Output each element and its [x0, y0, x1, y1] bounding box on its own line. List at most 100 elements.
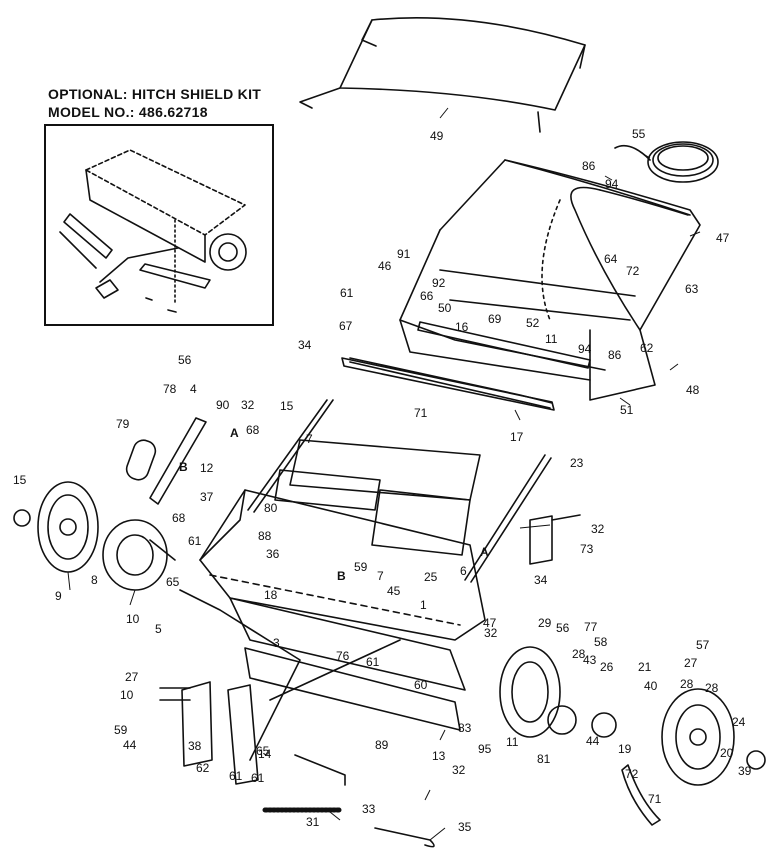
- callout-91: 19: [618, 742, 632, 756]
- callout-43: 80: [264, 501, 278, 515]
- callout-81: 28: [705, 681, 719, 695]
- callout-87: 95: [478, 742, 492, 756]
- callout-88: 11: [506, 735, 519, 749]
- callout-92: 44: [123, 738, 137, 752]
- callout-78: 21: [638, 660, 652, 674]
- callout-30: 90: [216, 398, 230, 412]
- control-rod: [294, 754, 346, 786]
- linkage-arm: [179, 589, 301, 761]
- drive-gear: [547, 705, 577, 735]
- callout-69: 29: [538, 616, 552, 630]
- callout-60: 6: [460, 564, 467, 578]
- ratchet-gear: [591, 712, 617, 738]
- callout-6: 91: [397, 247, 411, 261]
- callout-52: 8: [91, 573, 98, 587]
- callout-58: 7: [377, 569, 384, 583]
- callout-39: 23: [570, 456, 584, 470]
- callout-95: 14: [258, 747, 272, 761]
- callout-31: 32: [241, 398, 255, 412]
- callout-54: 65: [166, 575, 180, 589]
- callout-101: 32: [452, 763, 466, 777]
- callout-57: 59: [354, 560, 368, 574]
- callout-1: 55: [632, 127, 646, 141]
- callout-56: B: [337, 569, 346, 583]
- deflector-plate: [244, 647, 461, 731]
- callout-27: 56: [178, 353, 192, 367]
- callout-34: A: [230, 426, 239, 440]
- callout-71: 77: [584, 620, 598, 634]
- callout-23: 48: [686, 383, 700, 397]
- callout-33: 79: [116, 417, 130, 431]
- callout-12: 63: [685, 282, 699, 296]
- callout-96: 89: [375, 738, 389, 752]
- callout-70: 56: [556, 621, 570, 635]
- callout-40: 15: [13, 473, 27, 487]
- callout-36: 12: [200, 461, 214, 475]
- left-wheel: [13, 481, 99, 573]
- callout-5: 46: [378, 259, 392, 273]
- callout-90: 44: [586, 734, 600, 748]
- callout-48: A: [480, 545, 489, 559]
- callout-17: 69: [488, 312, 502, 326]
- callout-109: 35: [458, 820, 472, 834]
- callout-59: 25: [424, 570, 438, 584]
- inset-drawing: [59, 149, 247, 313]
- callout-80: 40: [644, 679, 658, 693]
- callout-105: 20: [720, 746, 734, 760]
- callout-35: B: [179, 460, 188, 474]
- callout-82: 27: [125, 670, 139, 684]
- callout-45: 32: [591, 522, 605, 536]
- callout-15: 52: [526, 316, 540, 330]
- callout-29: 4: [190, 382, 197, 396]
- callout-83: 10: [120, 688, 134, 702]
- callout-0: 49: [430, 129, 444, 143]
- callout-37: 68: [246, 423, 260, 437]
- callout-73: 57: [696, 638, 710, 652]
- callout-16: 67: [339, 319, 353, 333]
- lever-arm: [149, 417, 207, 505]
- callout-13: 50: [438, 301, 452, 315]
- callout-108: 33: [362, 802, 376, 816]
- pawl: [621, 764, 661, 826]
- hitch-shield-kit-inset: [44, 124, 274, 326]
- callout-8: 64: [604, 252, 618, 266]
- callout-49: 73: [580, 542, 594, 556]
- callout-21: 86: [608, 348, 622, 362]
- callout-66: 61: [366, 655, 380, 669]
- callout-44: 88: [258, 529, 272, 543]
- callout-76: 26: [600, 660, 614, 674]
- callout-93: 38: [188, 739, 202, 753]
- callout-14: 16: [455, 320, 469, 334]
- hopper-bracket: [529, 515, 553, 565]
- callout-3: 94: [605, 177, 619, 191]
- callout-9: 72: [626, 264, 640, 278]
- callout-84: 60: [414, 678, 428, 692]
- callout-89: 81: [537, 752, 551, 766]
- callout-46: 61: [188, 534, 202, 548]
- callout-65: 76: [336, 649, 350, 663]
- callout-7: 92: [432, 276, 446, 290]
- push-rod-right: [464, 454, 546, 581]
- callout-64: 3: [273, 636, 280, 650]
- callout-104: 24: [732, 715, 746, 729]
- callout-32: 15: [280, 399, 294, 413]
- callout-26: 17: [510, 430, 524, 444]
- callout-22: 34: [298, 338, 312, 352]
- callout-50: 34: [534, 573, 548, 587]
- sweeper-housing: [199, 489, 486, 691]
- callout-38: 7: [306, 432, 313, 446]
- callout-10: 61: [340, 286, 354, 300]
- callout-107: 31: [306, 815, 320, 829]
- inset-model-number: MODEL NO.: 486.62718: [48, 104, 208, 120]
- callout-67: 47: [483, 616, 497, 630]
- callout-11: 66: [420, 289, 434, 303]
- callout-18: 11: [545, 332, 558, 346]
- callout-97: 62: [196, 761, 210, 775]
- callout-4: 47: [716, 231, 730, 245]
- pinion-gear: [125, 439, 157, 481]
- grass-bag-cover: [299, 17, 586, 133]
- callout-103: 71: [648, 792, 662, 806]
